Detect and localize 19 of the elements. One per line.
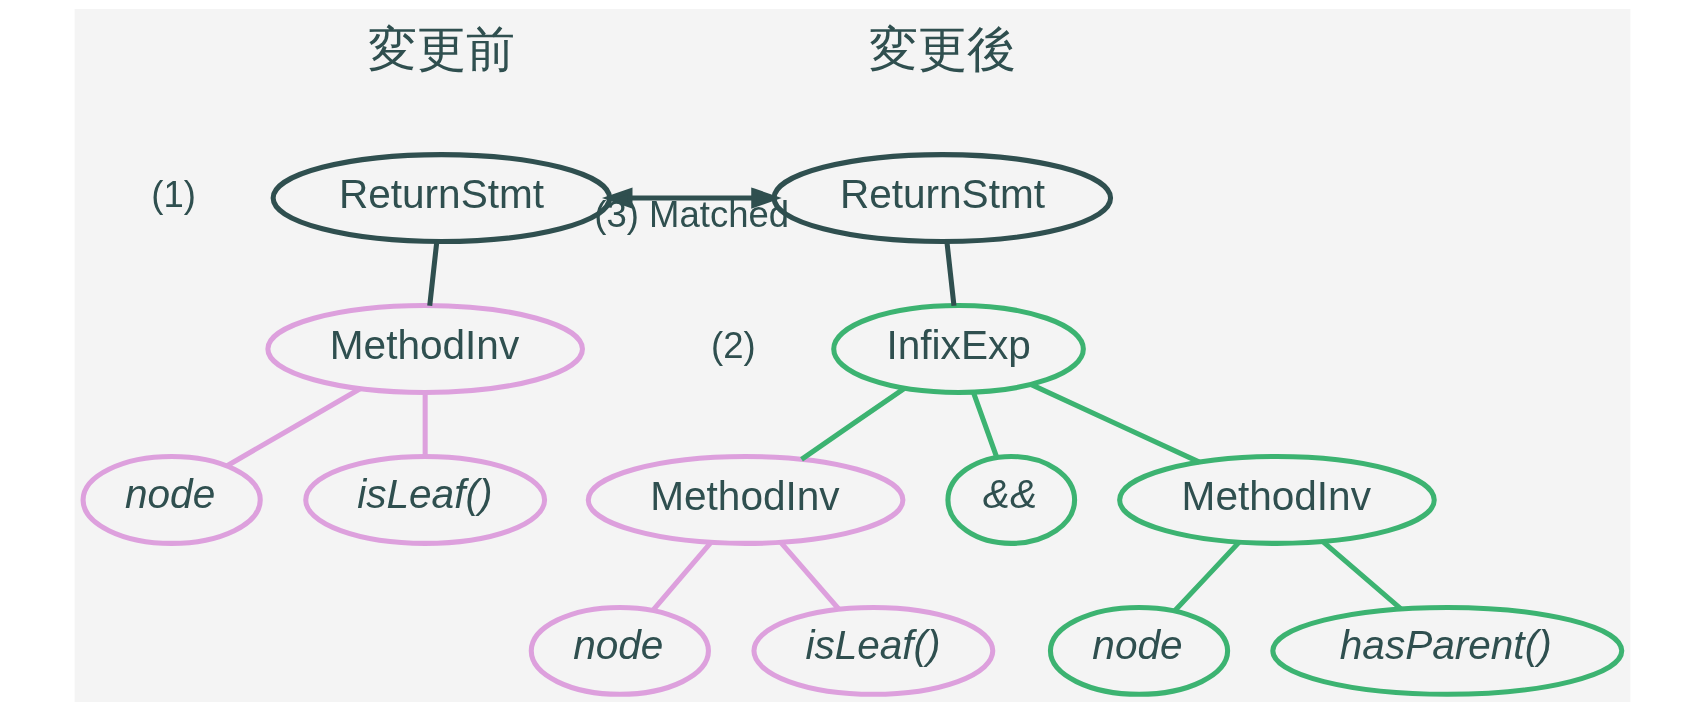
node-ellipse: MethodInv [585, 453, 906, 546]
label: (2) [711, 324, 756, 366]
node-ellipse: node [80, 453, 263, 546]
node-ellipse: node [528, 604, 711, 697]
node-ellipse: hasParent() [1270, 604, 1625, 697]
label: 変更前 [367, 21, 515, 76]
node-ellipse: MethodInv [1117, 453, 1437, 546]
node-ellipse: InfixExp [831, 302, 1086, 395]
connector [944, 241, 957, 306]
connector [427, 241, 440, 306]
node-ellipse: isLeaf() [303, 453, 548, 546]
label: (1) [151, 173, 196, 215]
node-ellipse: isLeaf() [751, 604, 996, 697]
label: 変更後 [868, 21, 1016, 76]
connector [422, 392, 428, 457]
node-ellipse: MethodInv [265, 302, 585, 395]
node-ellipse: node [1047, 604, 1231, 697]
arrow [602, 186, 782, 209]
node-ellipse: && [945, 453, 1078, 546]
